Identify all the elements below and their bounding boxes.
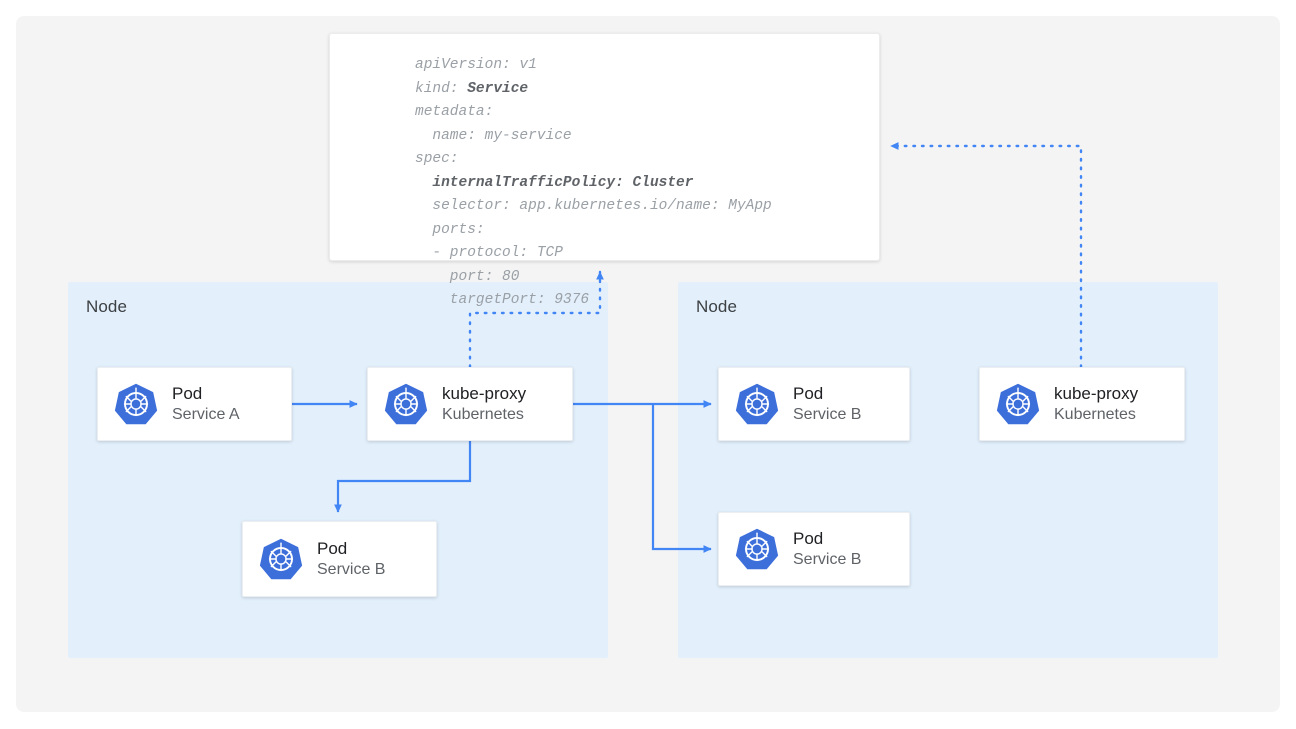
yaml-line-kind-value: Service (467, 80, 529, 97)
card-labels: kube-proxy Kubernetes (1054, 384, 1138, 424)
yaml-line-targetport: targetPort: 9376 (415, 292, 590, 308)
service-manifest-code: apiVersion: v1 kind: Service metadata: n… (415, 54, 772, 313)
card-kube-proxy-right[interactable]: kube-proxy Kubernetes (979, 367, 1185, 441)
kubernetes-icon (735, 528, 779, 570)
card-labels: Pod Service B (793, 384, 861, 424)
yaml-line-internal-traffic-policy: internalTrafficPolicy: Cluster (415, 174, 694, 191)
card-labels: Pod Service B (793, 529, 861, 569)
card-title: Pod (172, 383, 203, 403)
card-title: kube-proxy (1054, 383, 1139, 403)
yaml-line-metadata: metadata: (415, 104, 494, 120)
yaml-line-spec: spec: (415, 151, 459, 167)
card-kube-proxy-left[interactable]: kube-proxy Kubernetes (367, 367, 573, 441)
card-pod-service-b-remote-bottom[interactable]: Pod Service B (718, 512, 910, 586)
card-labels: Pod Service A (172, 384, 240, 424)
kubernetes-icon (259, 538, 303, 580)
kubernetes-icon (114, 383, 158, 425)
yaml-line-selector: selector: app.kubernetes.io/name: MyApp (415, 198, 772, 214)
card-title: Pod (793, 383, 824, 403)
yaml-line-protocol: - protocol: TCP (415, 245, 563, 261)
service-manifest-card: apiVersion: v1 kind: Service metadata: n… (329, 33, 880, 308)
card-pod-service-a[interactable]: Pod Service A (97, 367, 292, 441)
card-subtitle: Service B (793, 405, 862, 423)
kubernetes-icon (996, 383, 1040, 425)
card-title: Pod (317, 538, 348, 558)
card-subtitle: Service B (793, 550, 862, 568)
kubernetes-icon (384, 383, 428, 425)
card-title: Pod (793, 528, 824, 548)
yaml-line-port: port: 80 (415, 268, 520, 285)
node-label-right: Node (696, 297, 738, 316)
card-subtitle: Service A (172, 405, 240, 423)
card-subtitle: Kubernetes (1054, 405, 1136, 423)
node-container-left (68, 282, 608, 658)
node-container-right (678, 282, 1218, 658)
card-pod-service-b-local[interactable]: Pod Service B (242, 521, 437, 597)
card-subtitle: Kubernetes (442, 405, 524, 423)
node-label-left: Node (86, 297, 128, 316)
kubernetes-icon (735, 383, 779, 425)
card-title: kube-proxy (442, 383, 527, 403)
yaml-line-kind-key: kind: (415, 80, 468, 97)
card-labels: Pod Service B (317, 539, 385, 579)
card-labels: kube-proxy Kubernetes (442, 384, 526, 424)
card-pod-service-b-remote-top[interactable]: Pod Service B (718, 367, 910, 441)
yaml-line-apiversion: apiVersion: v1 (415, 57, 537, 73)
yaml-line-name: name: my-service (415, 127, 572, 144)
yaml-line-ports: ports: (415, 221, 485, 238)
card-subtitle: Service B (317, 560, 386, 578)
